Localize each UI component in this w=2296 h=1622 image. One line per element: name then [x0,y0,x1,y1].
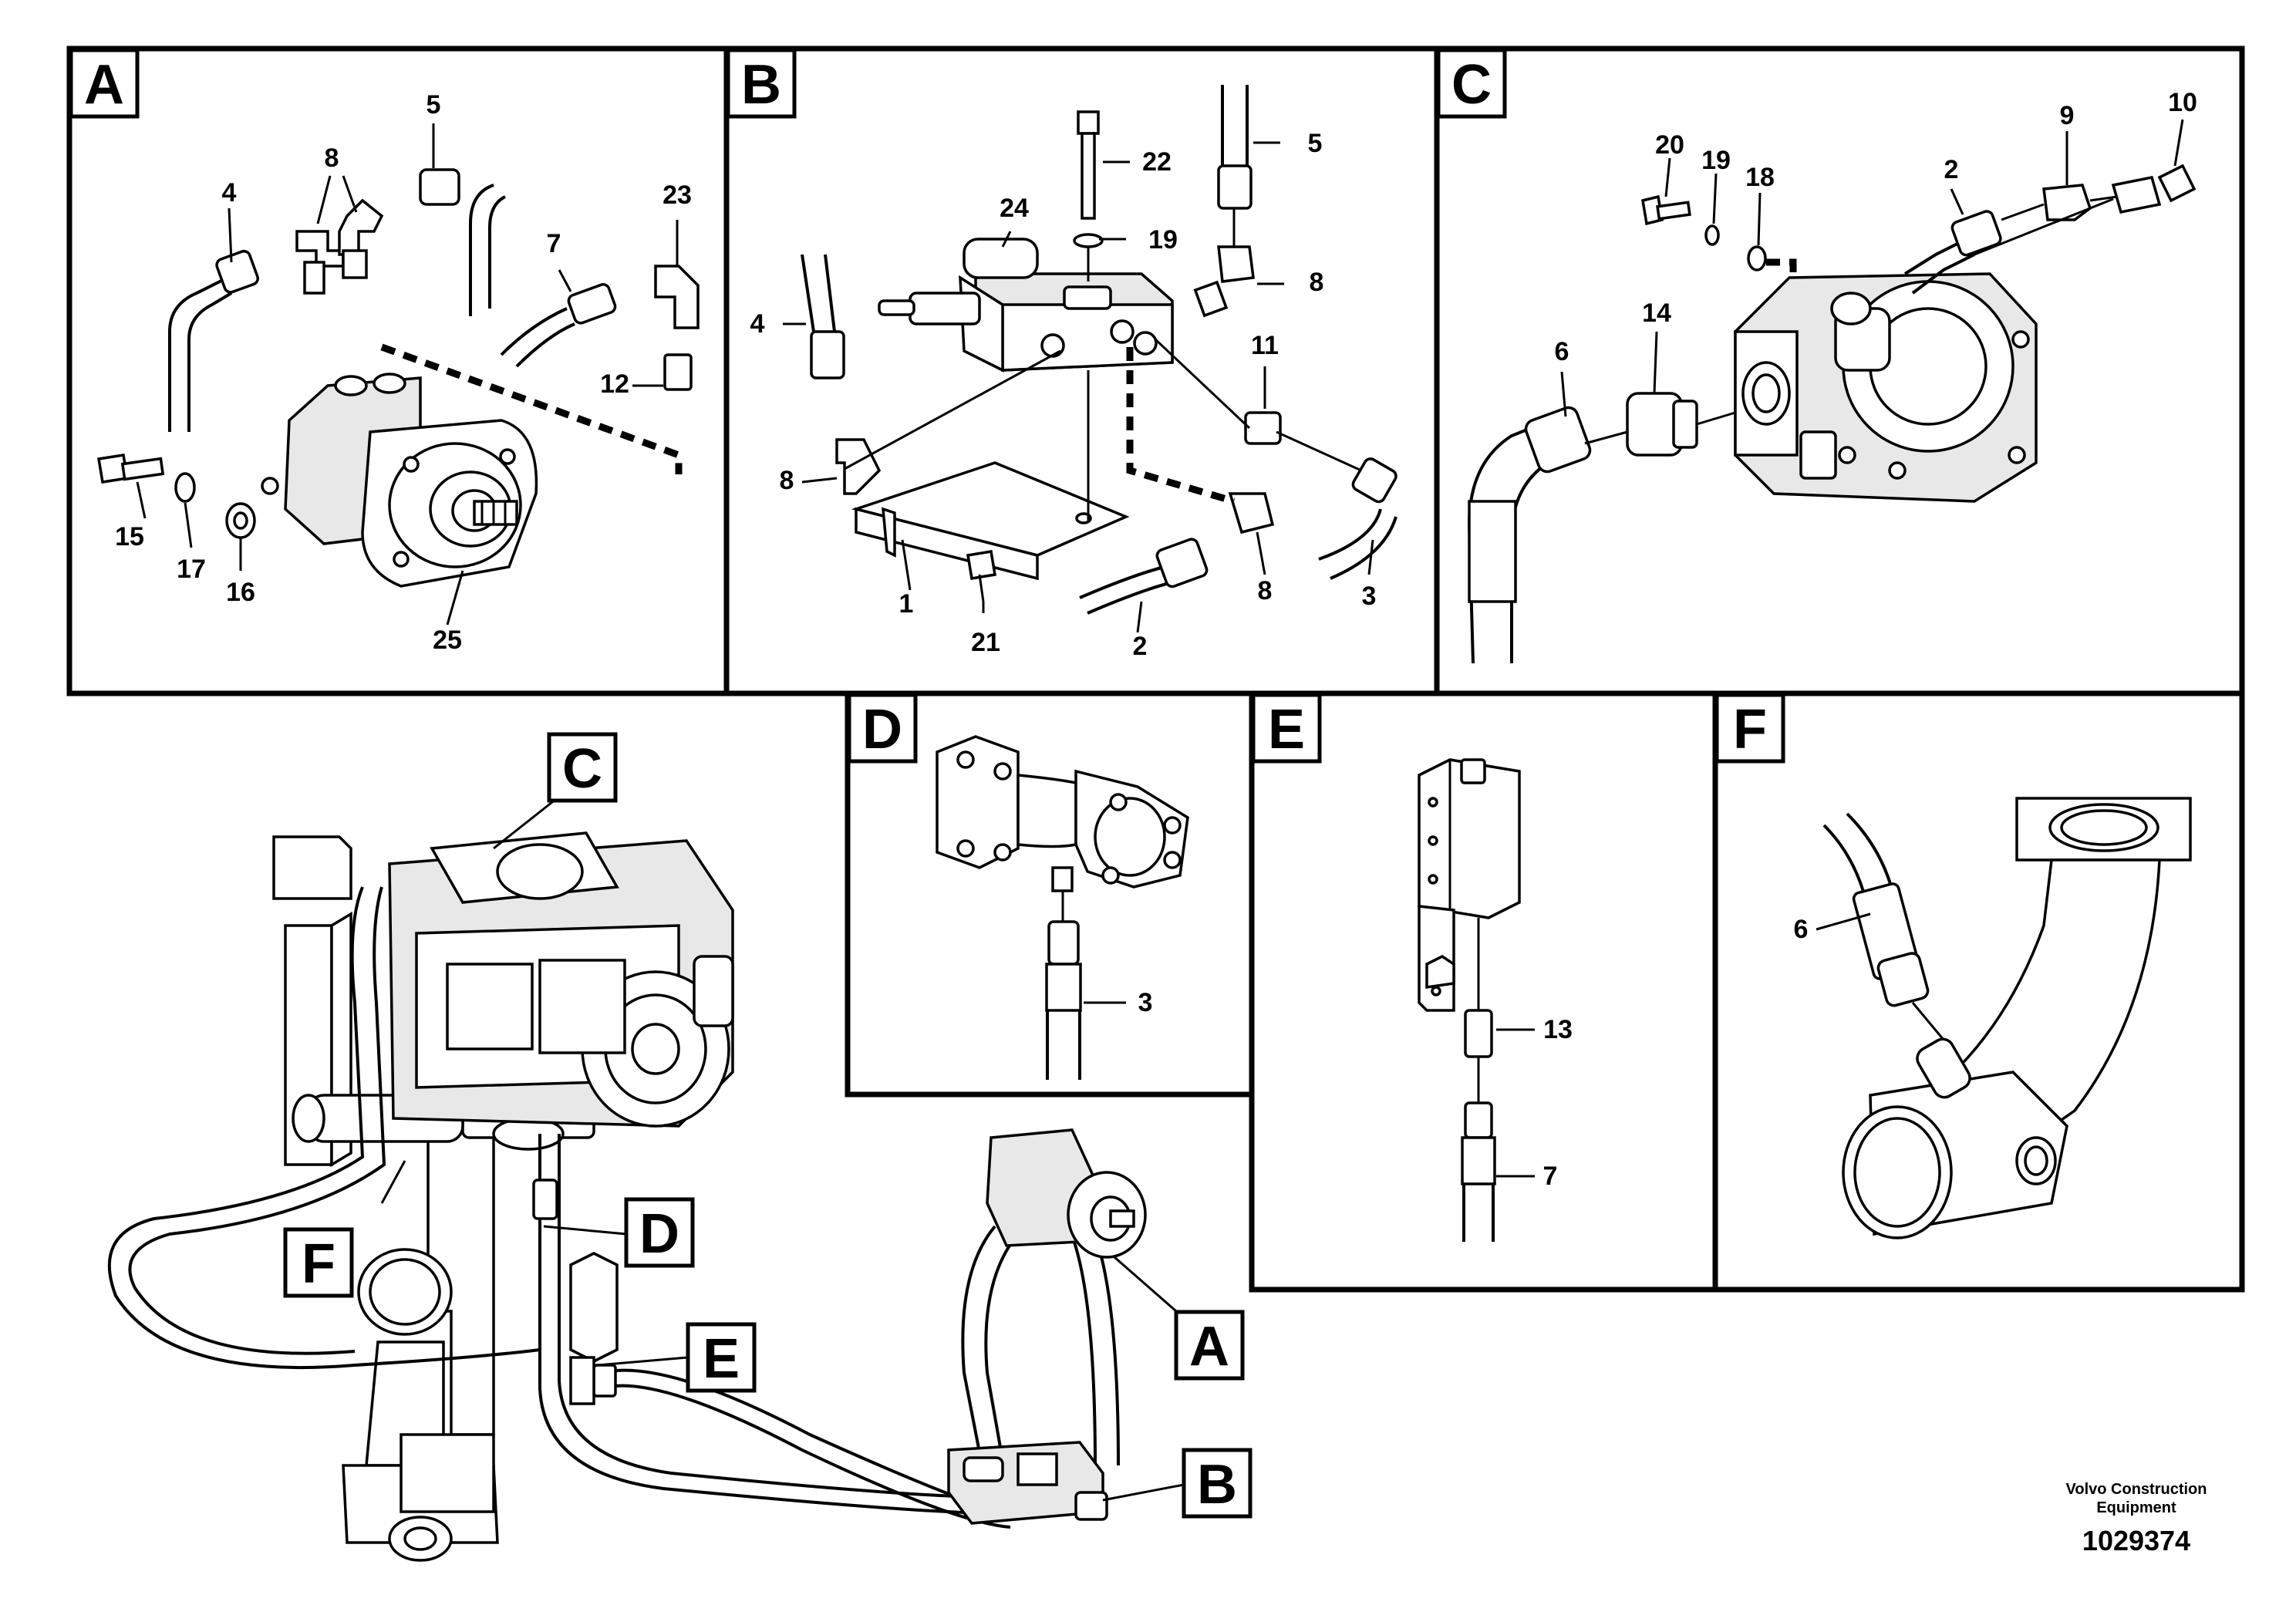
svg-text:21: 21 [971,628,1000,657]
svg-text:B: B [741,54,781,116]
svg-text:6: 6 [1555,337,1569,366]
svg-text:10: 10 [2168,88,2197,117]
fitting-4 [215,249,259,294]
svg-text:D: D [639,1203,679,1265]
svg-text:A: A [84,54,124,116]
svg-text:8: 8 [1258,576,1273,605]
svg-text:D: D [862,699,902,760]
overview-ref-a: A [1174,1310,1245,1381]
svg-text:24: 24 [1000,194,1029,223]
overview-ref-c: C [547,732,618,803]
panel-d-callouts: 3 [1138,988,1153,1017]
svg-text:4: 4 [222,178,237,207]
panel-a-callouts: 5 8 4 23 7 12 15 17 16 25 [115,90,692,655]
svg-text:15: 15 [115,522,144,551]
svg-text:8: 8 [325,143,339,173]
svg-text:5: 5 [426,90,441,120]
document-number: 1029374 [2082,1525,2190,1556]
panel-label-a: A [69,48,140,119]
panel-label-b: B [726,48,797,119]
svg-text:20: 20 [1655,130,1684,160]
svg-text:E: E [1268,699,1305,760]
panel-frames [66,46,2245,1293]
svg-text:14: 14 [1642,298,1671,328]
svg-text:8: 8 [780,466,794,495]
overview-ref-d: D [624,1197,695,1268]
panel-b-drawing [783,85,1397,633]
footer-caption: Volvo Construction Equipment 1029374 [2066,1481,2207,1556]
regulator [1734,272,2038,503]
svg-text:17: 17 [177,555,206,584]
fitting-7 [567,283,617,325]
overview-valve-block [947,1441,1108,1525]
svg-text:5: 5 [1308,129,1323,158]
svg-text:22: 22 [1142,147,1172,177]
svg-text:19: 19 [1148,225,1178,255]
company-name-line1: Volvo Construction [2066,1481,2207,1498]
svg-text:1: 1 [899,589,914,619]
svg-text:19: 19 [1701,146,1731,175]
svg-text:9: 9 [2060,101,2075,130]
svg-text:A: A [1189,1316,1229,1378]
svg-text:3: 3 [1362,582,1377,611]
panel-a-drawing [96,123,700,626]
svg-text:12: 12 [600,369,629,399]
overview-drawing [107,789,1185,1562]
fitting-5 [419,168,460,206]
gear-pump-25 [261,373,538,588]
panel-label-e: E [1251,693,1322,764]
svg-text:C: C [1451,54,1492,116]
svg-text:11: 11 [1251,331,1279,360]
panel-c-callouts: 20 19 18 2 9 10 6 14 [1555,88,2197,366]
svg-text:7: 7 [1543,1162,1558,1191]
svg-text:C: C [562,738,602,800]
svg-text:E: E [703,1328,740,1390]
overview-gear-pump [986,1128,1147,1259]
panel-label-d: D [847,693,918,764]
svg-text:F: F [1733,699,1767,760]
svg-text:6: 6 [1794,915,1809,944]
overview-ref-b: B [1182,1448,1253,1519]
svg-text:B: B [1197,1454,1237,1516]
overview-ref-f: F [283,1227,354,1298]
overview-main-pump [388,831,734,1128]
panel-f-drawing [1816,797,2192,1239]
panel-label-f: F [1714,693,1785,764]
panel-b-callouts: 22 5 24 19 8 4 11 8 1 21 2 8 3 [750,129,1377,661]
svg-text:23: 23 [663,180,692,210]
svg-text:4: 4 [750,309,765,339]
svg-text:18: 18 [1745,163,1775,192]
panel-e-drawing [1418,758,1535,1242]
svg-text:16: 16 [226,578,255,607]
overview-ref-e: E [686,1322,757,1393]
svg-text:3: 3 [1138,988,1153,1017]
panel-f-callouts: 6 [1794,915,1809,944]
svg-text:8: 8 [1310,268,1324,297]
panel-label-c: C [1436,48,1507,119]
svg-text:7: 7 [547,229,561,258]
svg-text:F: F [302,1233,335,1295]
svg-text:13: 13 [1543,1015,1573,1044]
company-name-line2: Equipment [2096,1499,2176,1516]
svg-text:25: 25 [433,626,462,655]
panel-d-drawing [936,735,1189,1080]
panel-e-callouts: 13 7 [1543,1015,1573,1191]
svg-text:2: 2 [1133,632,1148,661]
svg-text:2: 2 [1944,155,1959,184]
panel-c-drawing [1467,119,2197,664]
